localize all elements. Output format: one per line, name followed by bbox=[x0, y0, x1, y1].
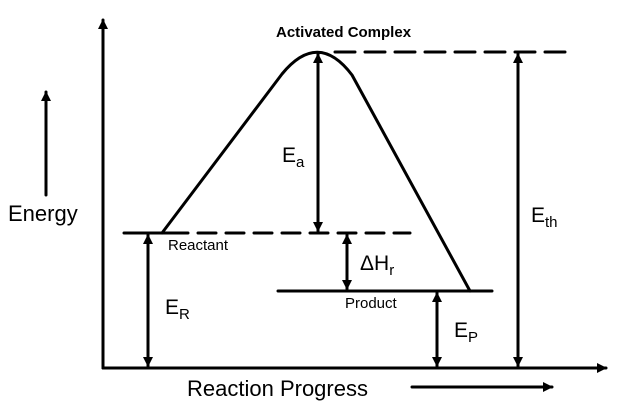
delta-h-symbol-main: ΔH bbox=[360, 252, 390, 275]
er-symbol: ER bbox=[165, 296, 190, 322]
eth-symbol-sub: th bbox=[545, 214, 558, 231]
ep-symbol-sub: P bbox=[468, 329, 479, 346]
ea-symbol-main: E bbox=[282, 144, 297, 167]
delta-h-symbol-sub: r bbox=[389, 262, 395, 279]
ea-symbol-sub: a bbox=[296, 154, 305, 171]
reaction-progress-label: Reaction Progress bbox=[187, 376, 368, 401]
reactant-label: Reactant bbox=[168, 237, 229, 254]
product-label: Product bbox=[345, 295, 397, 312]
ep-symbol: EP bbox=[454, 319, 478, 345]
energy-curve bbox=[160, 50, 472, 293]
eth-symbol-main: E bbox=[531, 204, 546, 227]
ea-symbol: Ea bbox=[282, 144, 304, 170]
delta-h-symbol: ΔHr bbox=[360, 252, 394, 278]
eth-symbol: Eth bbox=[531, 204, 558, 230]
activated-complex-label: Activated Complex bbox=[276, 24, 412, 41]
er-symbol-main: E bbox=[165, 296, 180, 319]
er-symbol-sub: R bbox=[179, 306, 190, 323]
energy-label: Energy bbox=[8, 201, 78, 226]
ep-symbol-main: E bbox=[454, 319, 469, 342]
